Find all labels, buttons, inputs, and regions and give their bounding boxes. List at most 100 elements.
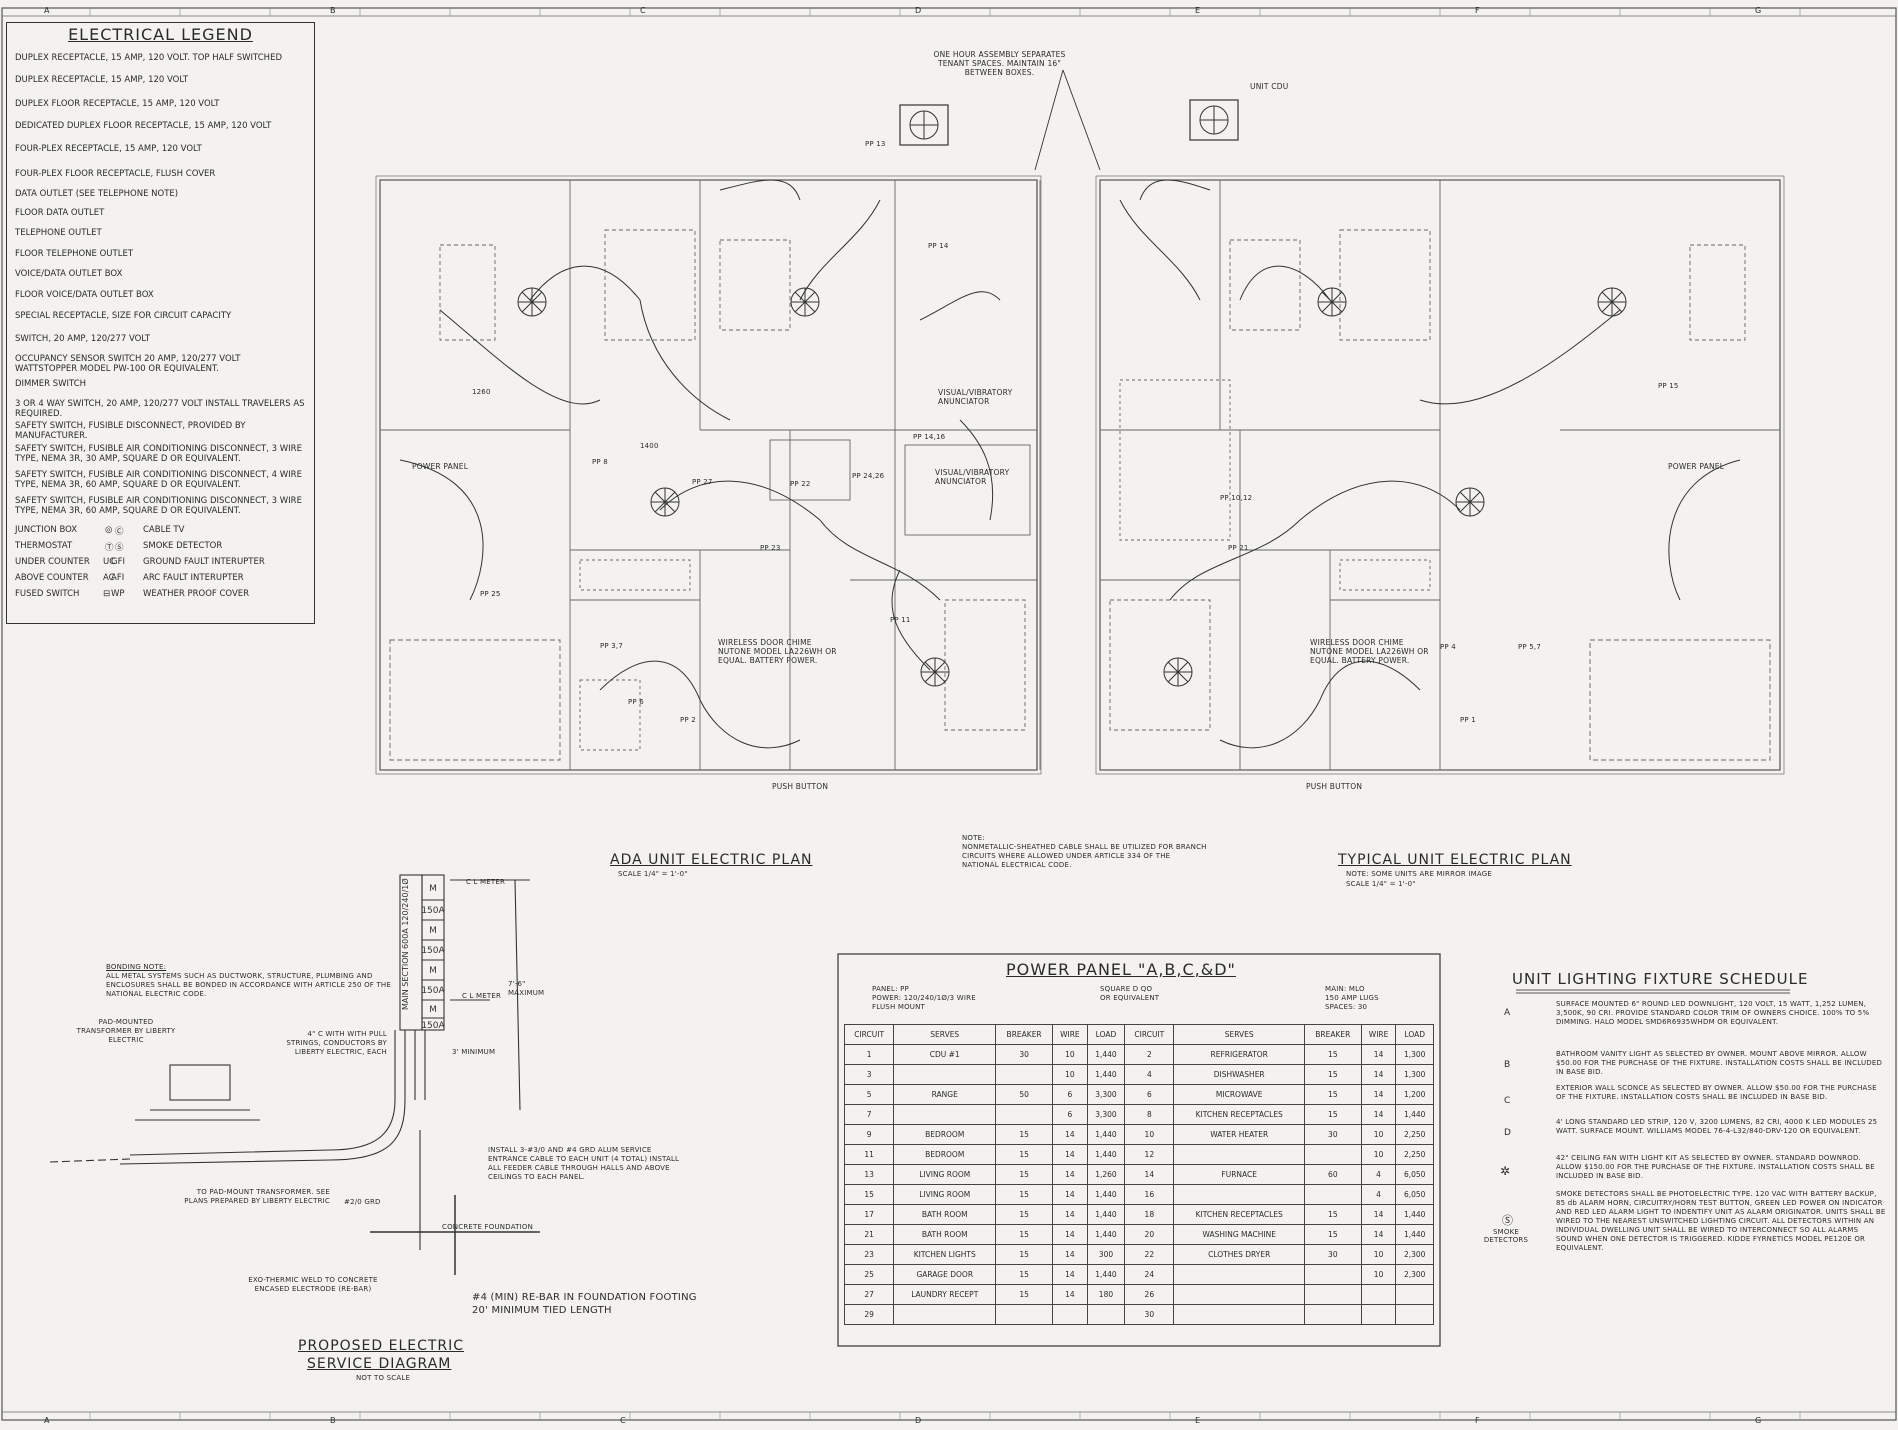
abbrev-label: UNDER COUNTER	[15, 557, 90, 567]
column-header: CIRCUIT	[843, 1024, 895, 1045]
meter-block-label: 150A	[421, 906, 445, 916]
main-section-label: MAIN SECTION 600A 120/240/1Ø	[400, 878, 410, 1010]
circuit-label: PP 11	[890, 616, 911, 624]
smoke-detectors-label: SMOKE DETECTORS	[1483, 1228, 1529, 1244]
table-cell: 14	[1360, 1064, 1397, 1085]
table-cell: 2,300	[1395, 1244, 1434, 1265]
table-cell: 15	[995, 1184, 1053, 1205]
legend-item: SPECIAL RECEPTACLE, SIZE FOR CIRCUIT CAP…	[15, 311, 232, 321]
meter-block-label: M	[429, 884, 437, 894]
grid-col-c-bottom: C	[620, 1416, 626, 1425]
column-header: BREAKER	[1303, 1024, 1362, 1045]
table-cell: 15	[995, 1124, 1053, 1145]
table-cell: 27	[843, 1284, 895, 1305]
circuit-label: PP 4	[1440, 643, 1456, 651]
abbrev-code: GFI	[111, 557, 125, 567]
table-cell	[1303, 1304, 1362, 1325]
panel-info-left: FLUSH MOUNT	[872, 1003, 926, 1011]
bonding-title: BONDING NOTE:	[106, 963, 167, 971]
door-chime-note-ada: WIRELESS DOOR CHIME NUTONE MODEL LA226WH…	[718, 638, 837, 665]
circuit-label: PP 14	[928, 242, 949, 250]
table-cell: 9	[843, 1124, 895, 1145]
abbrev-desc: ARC FAULT INTERUPTER	[143, 573, 244, 583]
grid-col-b-bottom: B	[330, 1416, 336, 1425]
table-cell: 29	[843, 1304, 895, 1325]
one-hour-note: ONE HOUR ASSEMBLY SEPARATES TENANT SPACE…	[933, 50, 1066, 77]
table-cell: 300	[1086, 1244, 1126, 1265]
table-cell: BEDROOM	[893, 1144, 997, 1165]
service-title-1: PROPOSED ELECTRIC	[298, 1338, 465, 1354]
fixture-symbol-d: D	[1504, 1128, 1512, 1138]
abbrev-desc: CABLE TV	[143, 525, 185, 535]
circuit-label: PP 1	[1460, 716, 1476, 724]
abbrev-code: AC	[103, 573, 115, 583]
table-cell: 14	[1051, 1264, 1088, 1285]
circuit-label: PP 14,16	[913, 433, 946, 441]
fixture-symbol-b: B	[1504, 1060, 1511, 1070]
table-cell: BATH ROOM	[893, 1224, 997, 1245]
table-cell	[1051, 1304, 1088, 1325]
to-pad-label: TO PAD-MOUNT TRANSFORMER. SEE PLANS PREP…	[184, 1188, 330, 1205]
table-cell: 1,440	[1086, 1064, 1126, 1085]
table-cell: 1,440	[1086, 1124, 1126, 1145]
table-cell: 14	[1360, 1224, 1397, 1245]
fixture-symbol-a: A	[1504, 1008, 1511, 1018]
table-cell	[1303, 1284, 1362, 1305]
grid-col-e: E	[1195, 6, 1201, 15]
legend-item: SAFETY SWITCH, FUSIBLE AIR CONDITIONING …	[15, 496, 302, 516]
meter-block-label: M	[429, 1005, 437, 1015]
abbrev-label: ABOVE COUNTER	[15, 573, 89, 583]
door-chime-note-typical: WIRELESS DOOR CHIME NUTONE MODEL LA226WH…	[1310, 638, 1429, 665]
unit-cdu-label: UNIT CDU	[1250, 82, 1289, 91]
table-cell: 6,050	[1395, 1164, 1434, 1185]
meter-block-label: 150A	[421, 946, 445, 956]
table-cell: LAUNDRY RECEPT	[893, 1284, 997, 1305]
table-cell: 17	[843, 1204, 895, 1225]
table-cell: 1,440	[1086, 1044, 1126, 1065]
fixture-desc: SURFACE MOUNTED 6" ROUND LED DOWNLIGHT, …	[1556, 1000, 1870, 1026]
table-cell: CDU #1	[893, 1044, 997, 1065]
table-cell: 15	[995, 1284, 1053, 1305]
table-cell: 14	[1051, 1284, 1088, 1305]
electrical-legend: ELECTRICAL LEGEND DUPLEX RECEPTACLE, 15 …	[6, 22, 315, 624]
table-cell: 1,300	[1395, 1044, 1434, 1065]
grid-col-a: A	[44, 6, 50, 15]
table-cell: LIVING ROOM	[893, 1164, 997, 1185]
table-cell: KITCHEN LIGHTS	[893, 1244, 997, 1265]
junction-box-icon: ◎	[105, 525, 113, 535]
table-cell: 15	[1303, 1064, 1362, 1085]
ada-plan-title: ADA UNIT ELECTRIC PLAN	[610, 852, 813, 868]
table-cell: 14	[1051, 1124, 1088, 1145]
table-cell: 23	[843, 1244, 895, 1265]
legend-item: FOUR-PLEX RECEPTACLE, 15 AMP, 120 VOLT	[15, 144, 202, 154]
table-cell: 50	[995, 1084, 1053, 1105]
circuit-label: PP 25	[480, 590, 501, 598]
ground-label: #2/0 GRD	[344, 1198, 381, 1206]
table-cell: 14	[1051, 1224, 1088, 1245]
table-cell: 3,300	[1086, 1084, 1126, 1105]
table-cell: 4	[1124, 1064, 1175, 1085]
table-cell: 1,440	[1086, 1204, 1126, 1225]
table-cell: 15	[995, 1224, 1053, 1245]
panel-title: POWER PANEL "A,B,C,&D"	[1006, 960, 1236, 979]
circuit-label: PP 23	[760, 544, 781, 552]
fused-switch-icon: ⊟	[103, 589, 111, 599]
grid-col-d: D	[915, 6, 922, 15]
table-cell: 24	[1124, 1264, 1175, 1285]
fixture-desc: 42" CEILING FAN WITH LIGHT KIT AS SELECT…	[1556, 1154, 1875, 1180]
table-cell: BATH ROOM	[893, 1204, 997, 1225]
table-cell: 14	[1360, 1044, 1397, 1065]
table-cell: 14	[1051, 1204, 1088, 1225]
table-cell: 2,250	[1395, 1144, 1434, 1165]
legend-item: DUPLEX RECEPTACLE, 15 AMP, 120 VOLT	[15, 75, 189, 85]
abbrev-code: AFI	[111, 573, 125, 583]
typical-plan-note: NOTE: SOME UNITS ARE MIRROR IMAGE	[1346, 870, 1492, 878]
legend-item: DATA OUTLET (SEE TELEPHONE NOTE)	[15, 189, 179, 199]
table-cell: 30	[1124, 1304, 1175, 1325]
panel-info-left: PANEL: PP	[872, 985, 909, 993]
